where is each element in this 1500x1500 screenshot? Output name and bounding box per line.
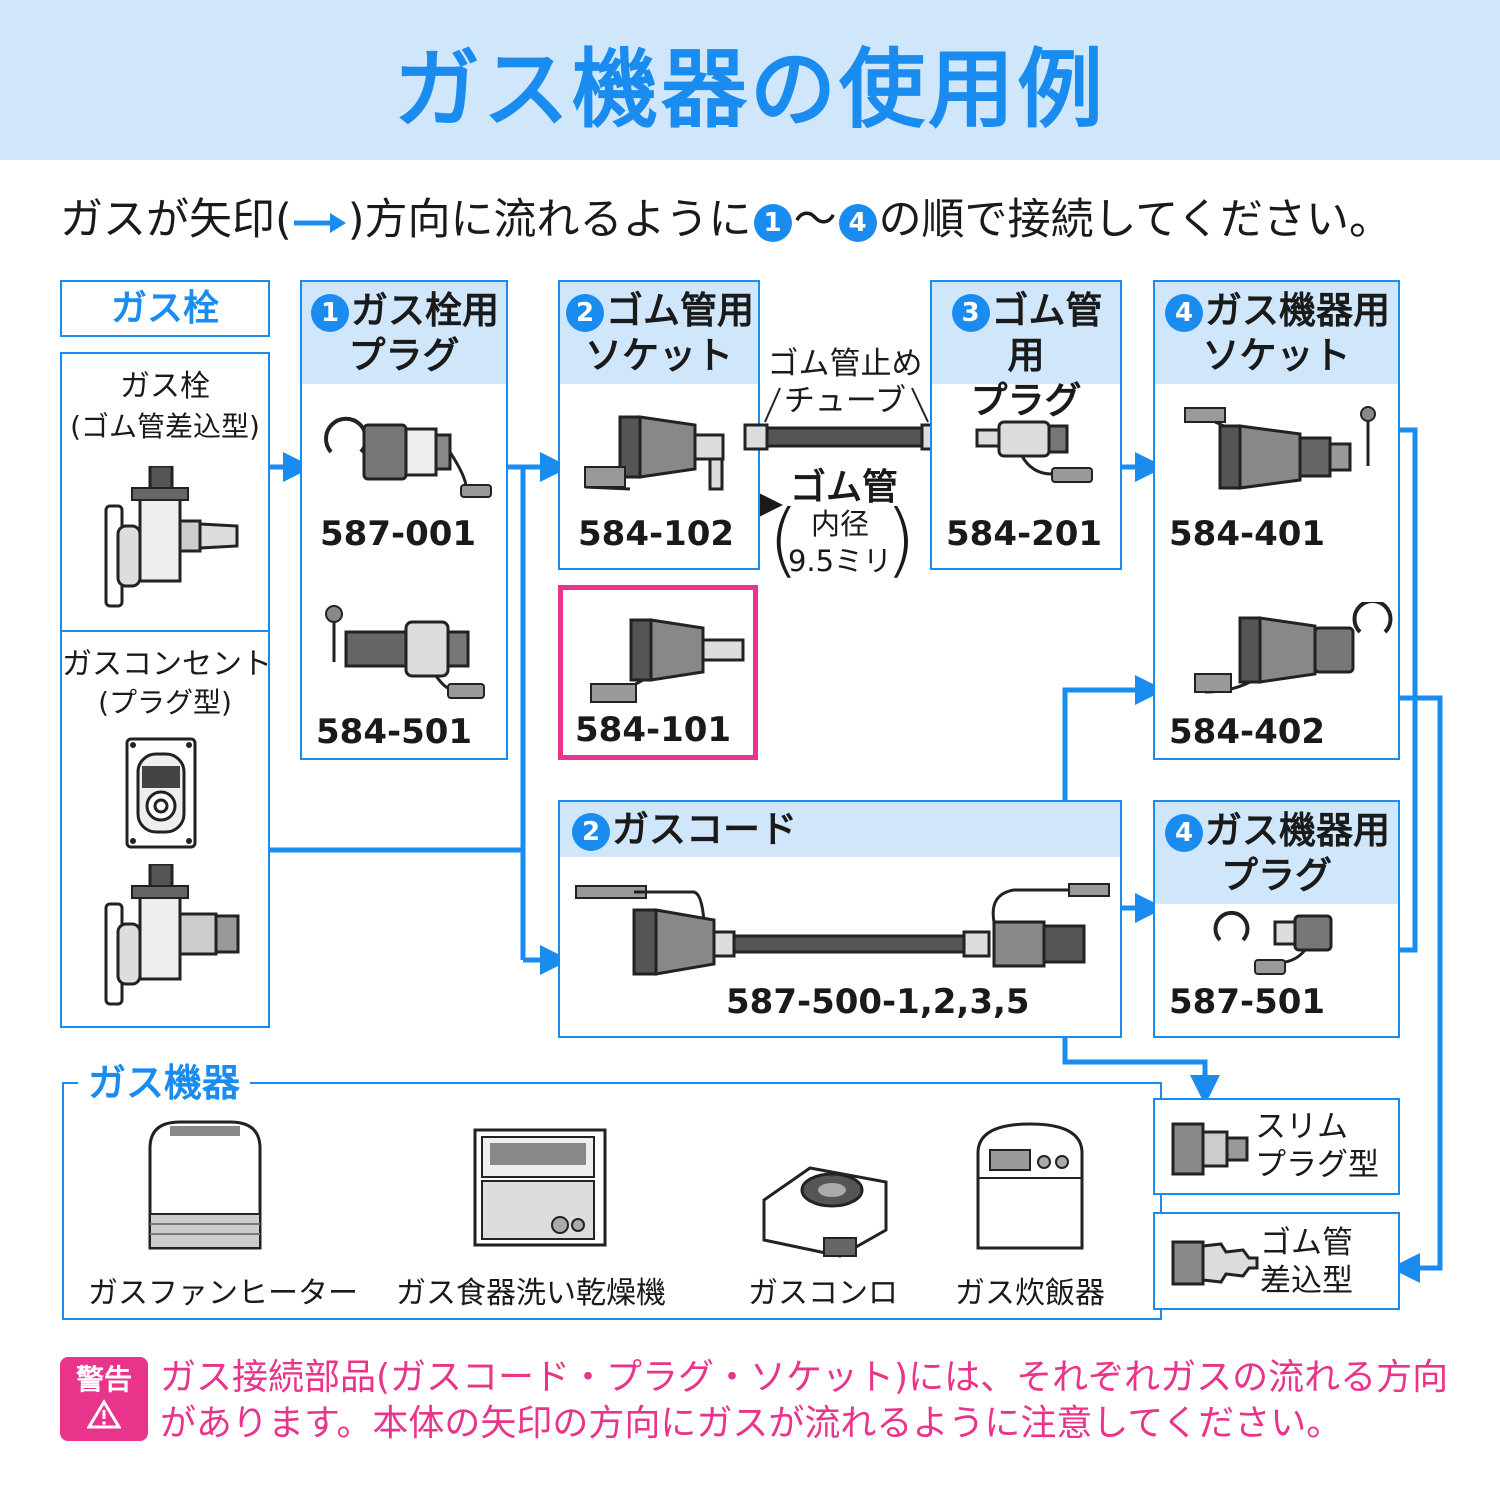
plug-584-501-icon xyxy=(325,605,485,699)
fan-heater-icon xyxy=(148,1120,262,1250)
gas-stove-icon xyxy=(762,1166,888,1258)
gas-valve-plug-icon xyxy=(104,864,240,1006)
number-badge: 4 xyxy=(838,203,877,242)
slim-plug-type-box: スリム プラグ型 xyxy=(1153,1098,1400,1195)
gas-outlet-plug-type-box: ガスコンセント (プラグ型) xyxy=(60,630,272,1028)
arrow-right-icon xyxy=(293,212,346,233)
number-badge: 2 xyxy=(566,293,604,332)
number-badge: 3 xyxy=(951,293,990,332)
number-badge: 1 xyxy=(311,293,349,332)
warning-triangle-icon xyxy=(87,1399,121,1429)
rubber-hose-plug-icon xyxy=(1171,1240,1259,1286)
number-badge: 2 xyxy=(572,812,610,851)
header-band xyxy=(0,0,1500,160)
number-badge: 4 xyxy=(1165,293,1203,332)
plug-584-201-icon xyxy=(975,420,1093,483)
dishwasher-icon xyxy=(473,1128,607,1247)
socket-584-401-icon xyxy=(1184,406,1376,490)
socket-584-402-icon xyxy=(1194,602,1393,694)
hose-icon xyxy=(743,387,946,451)
socket-584-101-icon xyxy=(590,618,745,703)
plug-587-001-icon xyxy=(324,416,492,498)
arrow-to-rubber xyxy=(1390,695,1443,1283)
socket-584-101-highlight-box: 584-101 xyxy=(558,585,758,760)
line-socket4-right xyxy=(1400,427,1418,953)
socket-584-102-icon xyxy=(584,415,725,491)
rubber-hose-type-box: ゴム管 差込型 xyxy=(1153,1212,1400,1310)
warning-badge: 警告 xyxy=(60,1357,148,1441)
number-badge: 4 xyxy=(1165,813,1203,852)
rice-cooker-icon xyxy=(976,1122,1084,1250)
warning-line-1: ガス接続部品(ガスコード・プラグ・ソケット)には、それぞれガスの流れる方向 xyxy=(160,1357,1449,1398)
gas-valve-header-box: ガス栓 xyxy=(60,280,270,337)
number-badge: 1 xyxy=(753,203,792,242)
plug-587-501-icon xyxy=(1213,910,1333,975)
gas-cord-icon xyxy=(575,883,1110,976)
warning-line-2: があります。本体の矢印の方向にガスが流れるように注意してください。 xyxy=(160,1403,1343,1444)
page-title: ガス機器の使用例 xyxy=(394,40,1106,140)
gas-valve-rubber-type-box: ガス栓 (ゴム管差込型) xyxy=(60,352,270,632)
appliances-header: ガス機器 xyxy=(78,1060,251,1106)
arrow-cord-to-socket4 xyxy=(1062,675,1165,800)
slim-plug-icon xyxy=(1171,1122,1249,1176)
arrow-cord-to-slim xyxy=(1062,1038,1220,1105)
gas-valve-rubber-icon xyxy=(104,466,239,608)
gas-outlet-icon xyxy=(125,737,197,849)
